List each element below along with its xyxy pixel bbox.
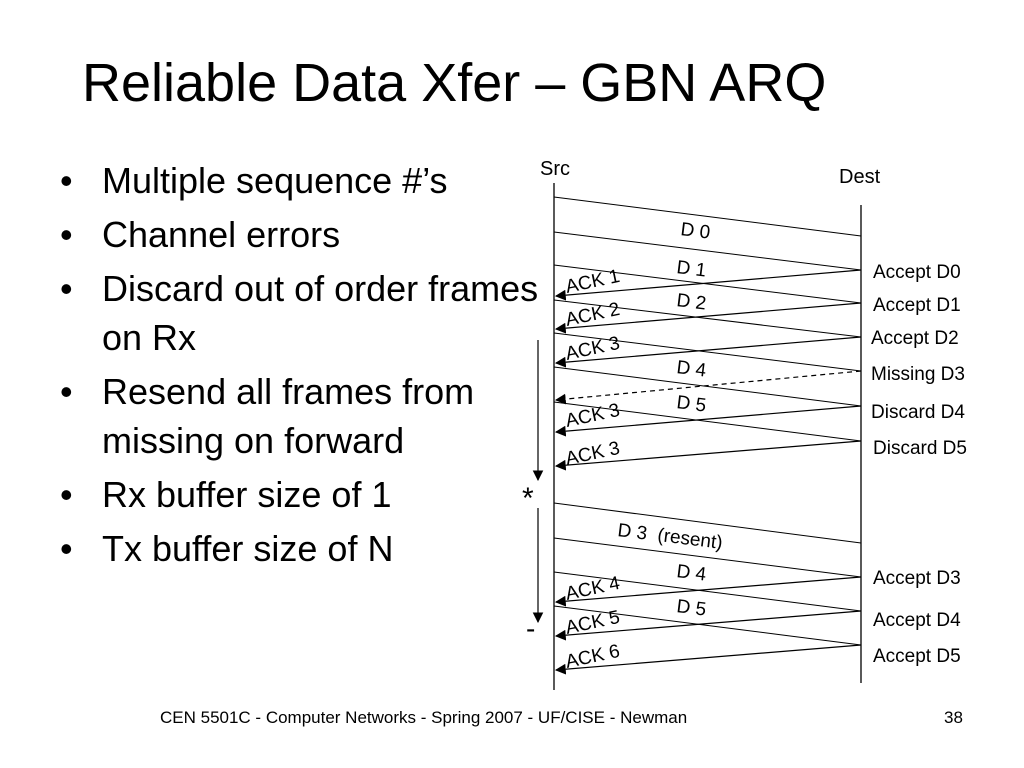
receiver-event-label: Discard D5 — [873, 438, 967, 459]
receiver-event-label: Accept D3 — [873, 568, 961, 589]
bullet-item: • Discard out of order frames on Rx — [60, 264, 540, 362]
data-frame-line — [553, 264, 862, 304]
bullet-dot-icon: • — [60, 214, 73, 255]
bullet-dot-icon: • — [60, 371, 73, 412]
data-frame-label: D 0 — [679, 219, 711, 243]
dest-label: Dest — [839, 166, 881, 188]
ack-arrow — [554, 644, 862, 675]
bullet-text: Discard out of order frames on Rx — [102, 268, 539, 358]
bullet-text: Multiple sequence #’s — [102, 160, 448, 201]
ack-label: ACK 5 — [564, 607, 622, 639]
data-frame-label: D 5 — [675, 392, 707, 416]
receiver-event-label: Accept D4 — [873, 610, 961, 631]
ack-arrow — [554, 336, 862, 368]
bullet-dot-icon: • — [60, 160, 73, 201]
data-frame-label: D 5 — [675, 596, 707, 620]
receiver-event-label: Accept D2 — [871, 328, 959, 349]
data-frame-label: D 1 — [675, 257, 707, 281]
data-frame-line — [553, 366, 862, 407]
ack-label: ACK 4 — [564, 573, 623, 605]
ack-arrow — [554, 576, 862, 607]
bullet-item: • Multiple sequence #’s — [60, 156, 540, 205]
ack-arrow — [554, 440, 862, 471]
ack-arrow-dashed — [554, 370, 862, 405]
bullet-text: Resend all frames from missing on forwar… — [102, 371, 475, 461]
bullet-text: Channel errors — [102, 214, 341, 255]
data-frame-line — [553, 605, 862, 646]
data-frame-label: D 4 — [675, 561, 707, 585]
receiver-event-label: Accept D1 — [873, 295, 961, 316]
data-frame-line — [553, 537, 862, 578]
receiver-event-label: Discard D4 — [871, 402, 965, 423]
receiver-event-label: Accept D5 — [873, 646, 961, 667]
ack-arrow — [554, 610, 862, 641]
ack-arrow — [554, 302, 862, 334]
data-frame-line — [553, 196, 862, 237]
bullet-dot-icon: • — [60, 474, 73, 515]
data-frame-line — [553, 502, 862, 544]
ack-arrow — [554, 405, 862, 437]
src-label: Src — [540, 158, 570, 180]
window-marker: - — [526, 613, 535, 644]
bullet-item: • Rx buffer size of 1 — [60, 470, 540, 519]
bullet-dot-icon: • — [60, 528, 73, 569]
bullet-item: • Channel errors — [60, 210, 540, 259]
bullet-text: Tx buffer size of N — [102, 528, 394, 569]
data-frame-label: D 3 (resent) — [616, 520, 723, 554]
receiver-event-label: Missing D3 — [871, 364, 965, 385]
bullet-text: Rx buffer size of 1 — [102, 474, 392, 515]
bullet-item: • Resend all frames from missing on forwa… — [60, 367, 540, 465]
data-frame-line — [553, 571, 862, 612]
ack-label: ACK 6 — [564, 641, 622, 673]
receiver-event-label: Accept D0 — [873, 262, 961, 283]
bullet-item: • Tx buffer size of N — [60, 524, 540, 573]
slide-title: Reliable Data Xfer – GBN ARQ — [82, 53, 827, 113]
data-frame-line — [553, 231, 862, 271]
bullet-dot-icon: • — [60, 268, 73, 309]
data-frame-line-lost — [553, 332, 862, 372]
ack-label: ACK 3 — [564, 438, 622, 470]
ack-arrow — [554, 269, 862, 301]
data-frame-label: D 4 — [675, 357, 707, 381]
data-frame-label: D 2 — [675, 290, 707, 314]
page-number: 38 — [944, 708, 963, 727]
timeout-marker: * — [522, 482, 534, 515]
footer-text: CEN 5501C - Computer Networks - Spring 2… — [160, 708, 688, 727]
bullet-list: • Multiple sequence #’s • Channel errors •… — [60, 156, 540, 578]
data-frame-line — [553, 401, 862, 442]
data-frame-line — [553, 299, 862, 338]
